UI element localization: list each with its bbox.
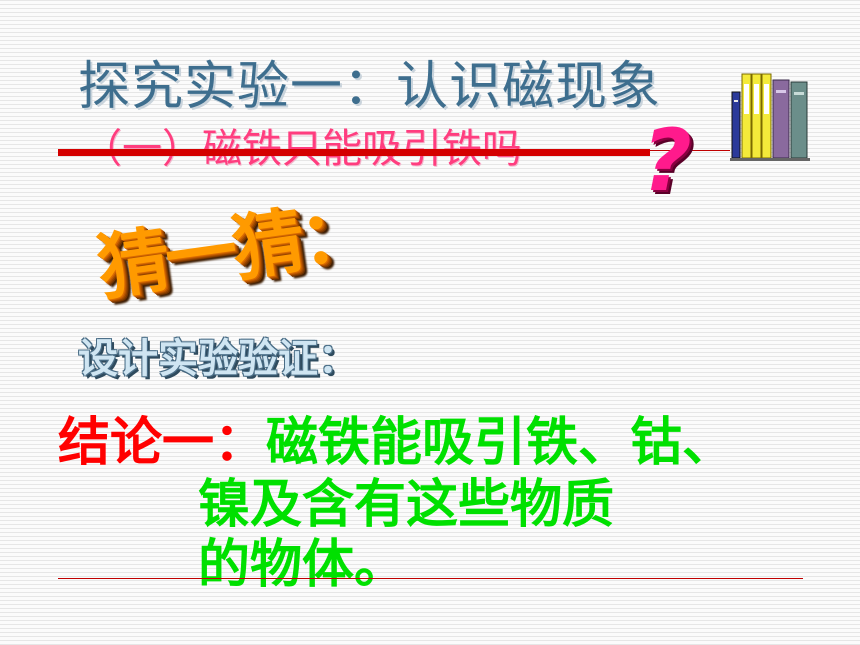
conclusion-label: 结论一：	[58, 413, 267, 473]
conclusion-block: 结论一：磁铁能吸引铁、钴、 镍及含有这些物质 的物体。	[58, 400, 818, 595]
guess-wordart: 猜一猜：	[88, 153, 430, 310]
conclusion-line-1: 磁铁能吸引铁、钴、	[266, 413, 735, 473]
subtitle-underline	[58, 149, 650, 156]
design-experiment-text: 设计实验验证：	[78, 336, 358, 382]
books-icon	[730, 73, 810, 161]
guess-text: 猜一猜：	[92, 189, 374, 311]
bottom-divider	[58, 578, 803, 579]
slide-subtitle: （一）磁铁只能吸引铁吗	[82, 116, 522, 174]
conclusion-line-2: 镍及含有这些物质	[198, 475, 615, 535]
conclusion-line-3: 的物体。	[198, 535, 407, 595]
question-mark-icon: ?	[642, 111, 692, 211]
slide-title: 探究实验一：认识磁现象	[78, 57, 662, 117]
top-divider	[650, 150, 730, 151]
